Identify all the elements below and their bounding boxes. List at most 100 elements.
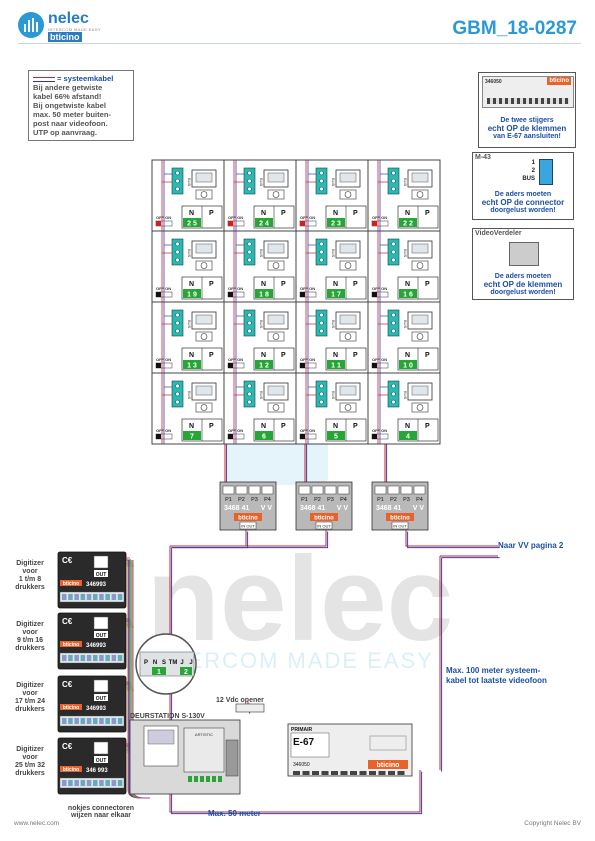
port-label: P2 xyxy=(390,497,397,503)
dip-switch-knob-icon xyxy=(300,221,305,226)
terminal-screw-icon xyxy=(247,241,252,247)
port-terminal-icon xyxy=(222,485,235,495)
digitizer-terminal-icon xyxy=(99,655,104,661)
address-number: 1 3 xyxy=(187,363,197,370)
address-n-field xyxy=(399,289,417,298)
monitor-screen-icon xyxy=(411,243,429,254)
address-n-field xyxy=(255,360,273,369)
psu-title: PRIMAIR xyxy=(291,727,313,733)
out-port-icon xyxy=(94,570,108,577)
cable-red xyxy=(405,530,498,547)
nav-button-icon xyxy=(416,191,424,198)
nav-button-icon xyxy=(200,262,208,269)
address-n-field xyxy=(327,360,345,369)
terminal-screw-icon xyxy=(319,178,324,184)
digitizer-terminal-icon xyxy=(105,594,110,600)
door-terminal-icon xyxy=(194,776,198,782)
address-number: 1 8 xyxy=(259,292,269,299)
door-opener-icon xyxy=(235,703,265,713)
address-number: 1 6 xyxy=(403,292,413,299)
terminal-screw-icon xyxy=(247,257,252,263)
door-terminal-icon xyxy=(212,776,216,782)
terminal-screw-icon xyxy=(247,170,252,176)
digitizer-terminal-icon xyxy=(117,718,123,724)
label-n: N xyxy=(405,423,410,430)
digitizer-terminal-icon xyxy=(117,594,123,600)
bus-label: BUS xyxy=(403,320,408,329)
nav-button-icon xyxy=(344,333,352,340)
digitizer-terminal-icon xyxy=(111,718,117,724)
address-number: 1 9 xyxy=(187,292,197,299)
in-out-terminal-icon xyxy=(239,521,257,530)
zoom-address-field xyxy=(180,667,192,675)
header-divider xyxy=(18,43,581,44)
distributor-brand: bticino xyxy=(314,516,334,522)
zoom-num: 1 xyxy=(157,669,161,676)
terminal-screw-icon xyxy=(175,178,180,184)
address-number: 7 xyxy=(190,434,194,441)
digitizer-terminal-icon xyxy=(117,780,123,786)
bus-label: BUS xyxy=(331,249,336,258)
terminal-screw-icon xyxy=(319,170,324,176)
address-number: 1 1 xyxy=(331,363,341,370)
nav-button-icon xyxy=(416,404,424,411)
address-number: 2 4 xyxy=(259,221,269,228)
keypad-icon xyxy=(195,189,213,200)
label-p: P xyxy=(425,423,430,430)
ce-mark-icon: C€ xyxy=(62,556,73,565)
digitizer-terminal-icon xyxy=(105,718,110,724)
monitor-screen-icon xyxy=(267,243,285,254)
keypad-icon xyxy=(267,189,285,200)
in-out-label: IN OUT xyxy=(241,524,255,529)
digitizer-out-label: OUT xyxy=(96,758,107,764)
callout-title: M-43 xyxy=(475,154,491,161)
note-line: max. 50 meter buiten- xyxy=(33,110,112,119)
zoom-address-field xyxy=(152,667,166,675)
terminal-screw-icon xyxy=(319,186,324,192)
digitizer-terminal-icon xyxy=(68,718,73,724)
digitizer-code: 346993 xyxy=(86,706,107,712)
digitizer-brand: bticino xyxy=(63,581,79,587)
cable-legend: = systeemkabel xyxy=(57,74,114,83)
cable-blue xyxy=(407,531,500,549)
address-n-field xyxy=(183,289,201,298)
port-terminal-icon xyxy=(400,485,413,495)
address-n-field xyxy=(327,431,345,440)
monitor-screen-icon xyxy=(411,385,429,396)
logo-brand: bticino xyxy=(48,32,82,42)
port-terminal-icon xyxy=(413,485,426,495)
door-terminal-icon xyxy=(206,776,210,782)
label-n: N xyxy=(189,352,194,359)
bus-label: BUS xyxy=(331,320,336,329)
port-terminal-icon xyxy=(324,485,337,495)
label-p: P xyxy=(353,210,358,217)
port-label: P2 xyxy=(314,497,321,503)
nav-button-icon xyxy=(272,333,280,340)
digitizer-terminal-icon xyxy=(62,655,67,661)
bus-label: BUS xyxy=(259,320,264,329)
port-label: P1 xyxy=(301,497,308,503)
port-label: P3 xyxy=(327,497,334,503)
terminal-screw-icon xyxy=(247,312,252,318)
label-n: N xyxy=(261,210,266,217)
port-terminal-icon xyxy=(374,485,387,495)
nav-button-icon xyxy=(200,191,208,198)
digitizer-terminal-strip xyxy=(59,777,125,789)
out-port-icon xyxy=(94,756,108,763)
label-n: N xyxy=(261,352,266,359)
digitizer-terminal-icon xyxy=(99,718,104,724)
digitizer-brand: bticino xyxy=(63,705,79,711)
digitizer-terminal-icon xyxy=(74,780,79,786)
address-number: 2 3 xyxy=(331,221,341,228)
